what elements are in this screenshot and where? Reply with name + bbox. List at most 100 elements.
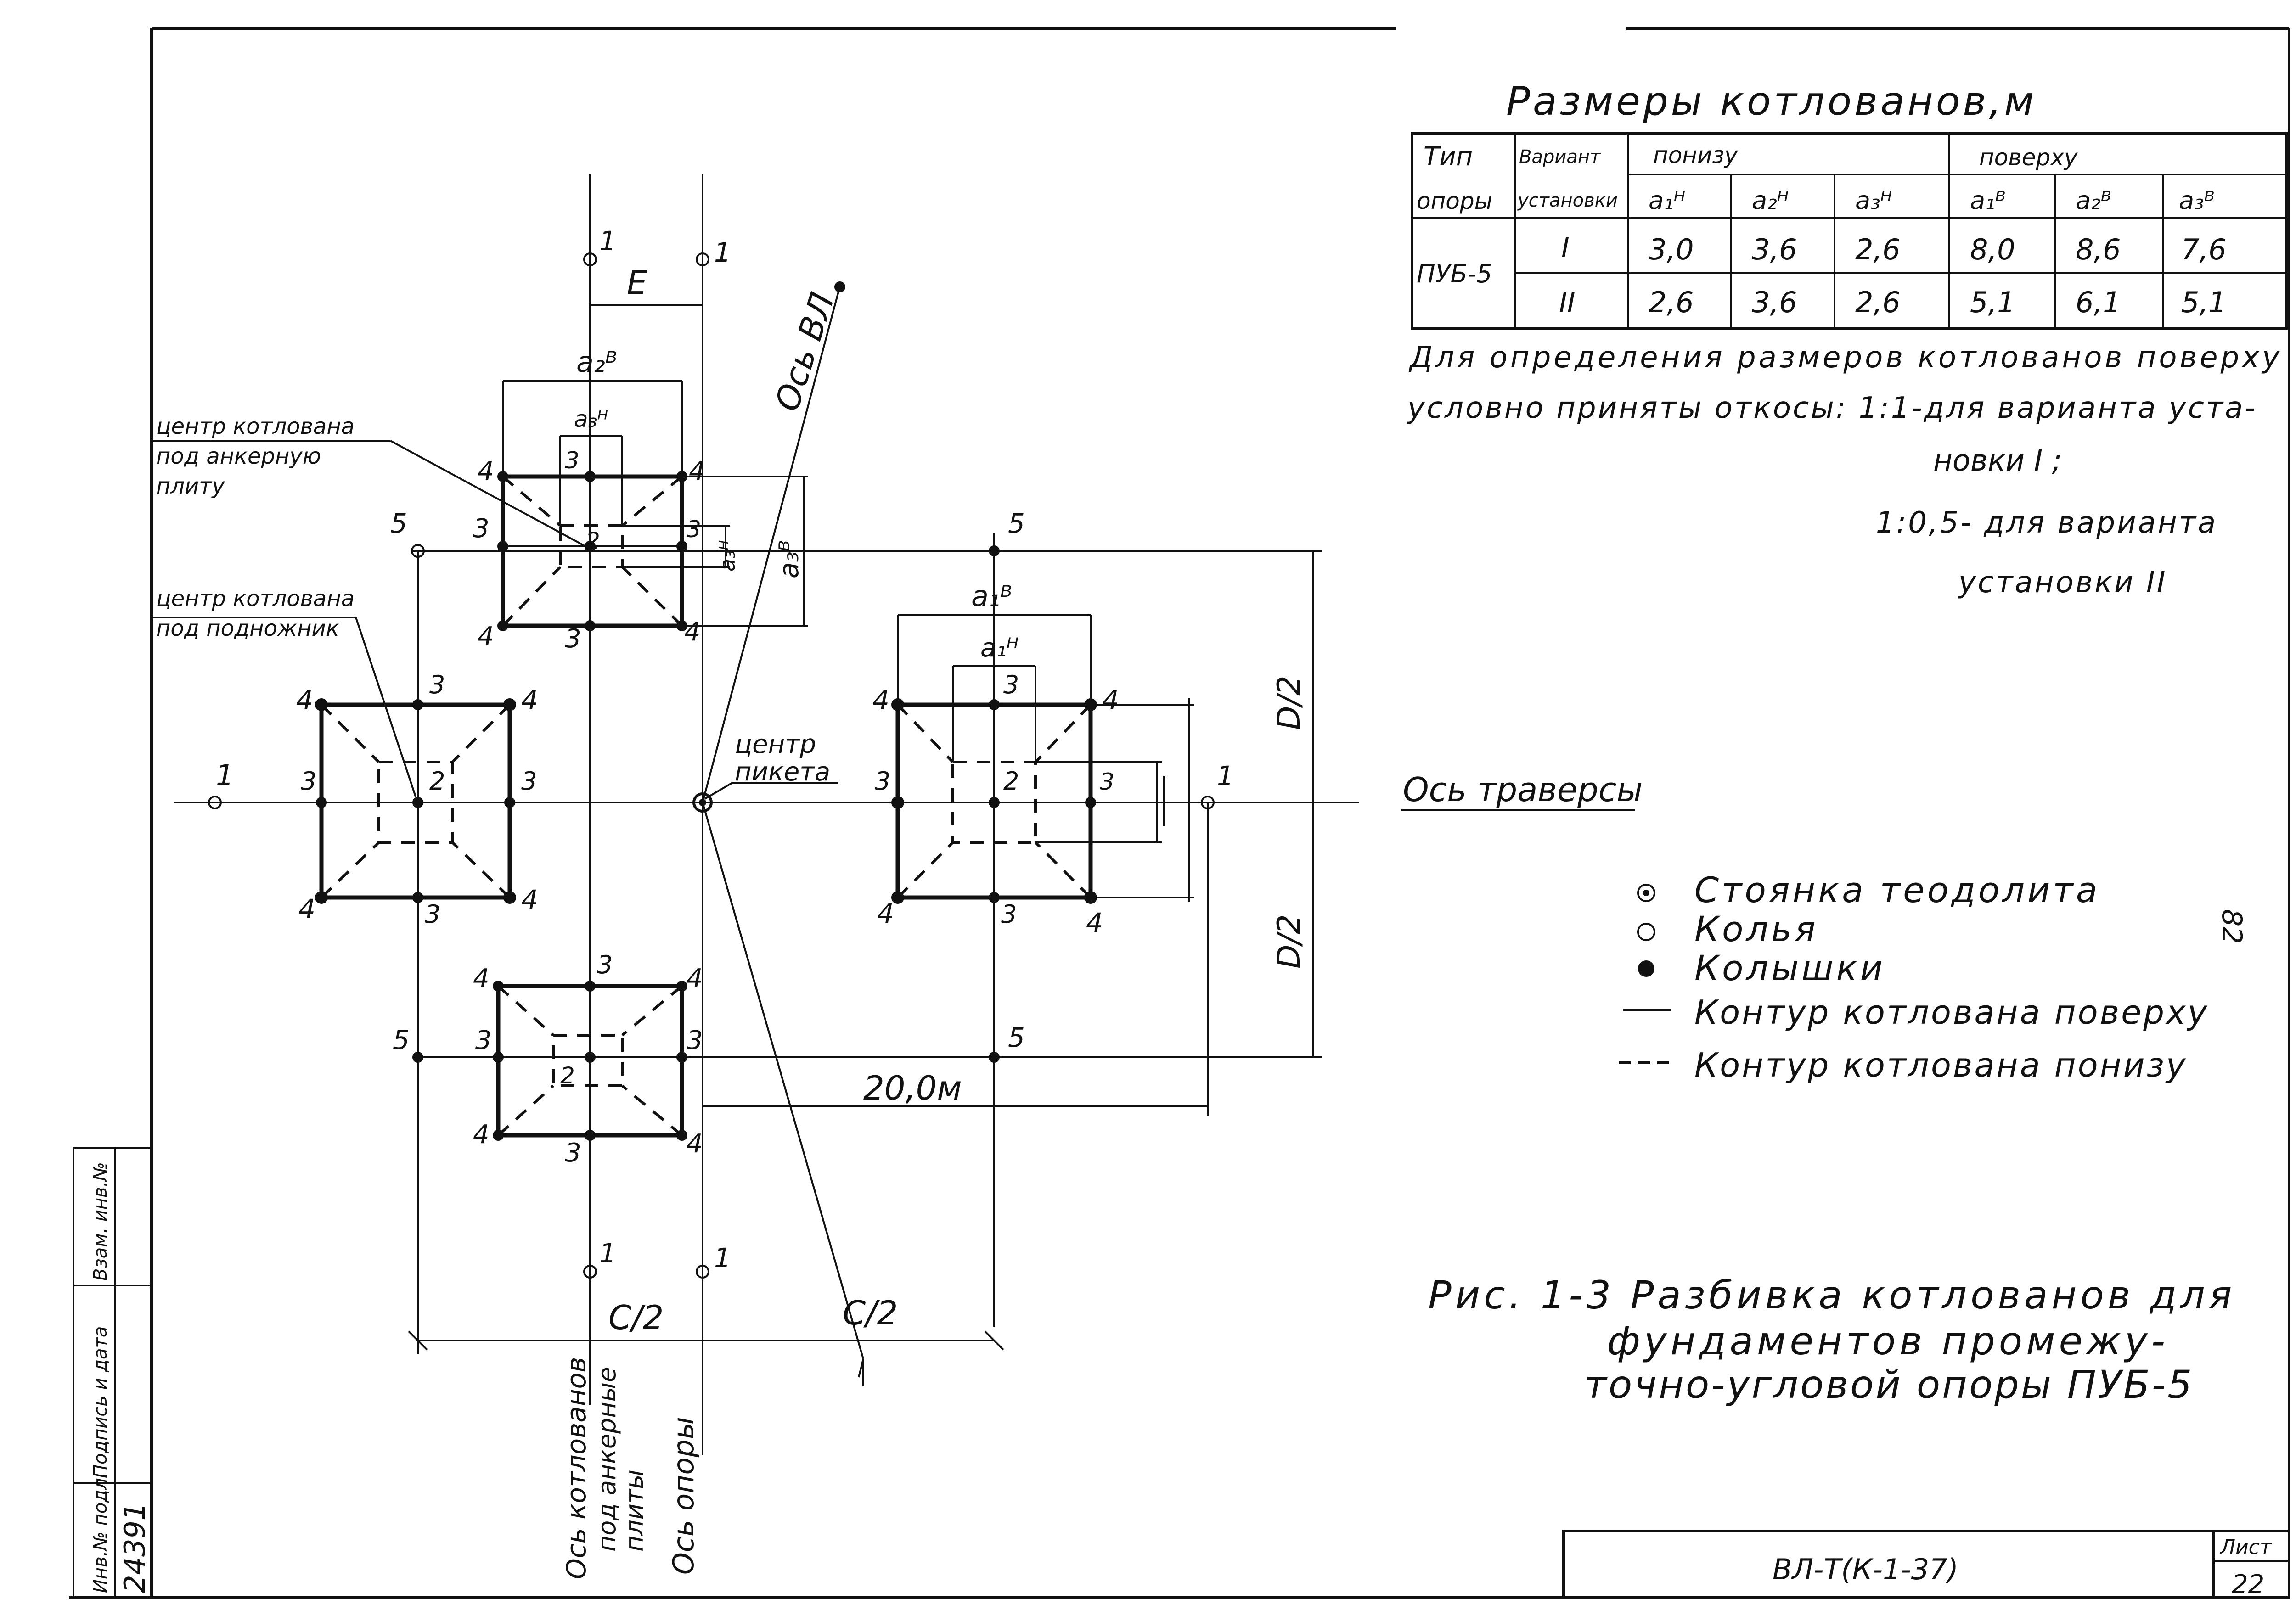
axis-pits-label-2: под анкерные bbox=[592, 1367, 621, 1552]
vl-axis-label: Ось ВЛ bbox=[767, 288, 842, 415]
stamp-sign: Подпись и дата bbox=[90, 1326, 111, 1478]
caption-line-3: точно-угловой опоры ПУБ-5 bbox=[1584, 1362, 2194, 1407]
svg-text:4: 4 bbox=[687, 964, 703, 993]
stamp-number: 24391 bbox=[118, 1503, 152, 1593]
svg-text:1: 1 bbox=[1217, 760, 1234, 791]
hdr-type-2: опоры bbox=[1417, 188, 1492, 214]
note-line-2: условно приняты откосы: 1:1-для варианта… bbox=[1407, 391, 2257, 425]
svg-text:3: 3 bbox=[565, 1138, 581, 1168]
hdr-a3B: a₃ᴮ bbox=[2179, 186, 2215, 215]
svg-text:4: 4 bbox=[872, 684, 889, 716]
svg-text:3: 3 bbox=[687, 516, 701, 543]
cell-support-type: ПУБ-5 bbox=[1417, 259, 1492, 288]
note-line-4: 1:0,5- для варианта bbox=[1876, 506, 2217, 540]
sheet-label: Лист bbox=[2219, 1536, 2272, 1559]
dim-a1H: a₁ᴴ bbox=[980, 633, 1019, 663]
svg-text:3: 3 bbox=[565, 447, 580, 474]
dim-E: E bbox=[627, 264, 647, 302]
svg-text:4: 4 bbox=[296, 684, 313, 716]
label-picket-center-2: пикета bbox=[735, 757, 830, 787]
axis-pits-label-1: Ось котлованов bbox=[561, 1357, 592, 1579]
svg-text:3: 3 bbox=[1100, 769, 1114, 795]
svg-text:4: 4 bbox=[687, 1129, 703, 1159]
cell-r2-c2: 3,6 bbox=[1752, 286, 1797, 319]
svg-text:4: 4 bbox=[1102, 684, 1119, 716]
dim-a1B: a₁ᴮ bbox=[971, 579, 1013, 613]
svg-text:1: 1 bbox=[714, 1242, 731, 1273]
note-line-3: новки I ; bbox=[1933, 444, 2062, 478]
svg-text:4: 4 bbox=[521, 684, 538, 716]
table-title: Размеры котлованов,м bbox=[1506, 79, 2037, 124]
row-2-values: 2,6 3,6 2,6 5,1 6,1 5,1 bbox=[1649, 286, 2227, 319]
svg-text:3: 3 bbox=[1001, 900, 1017, 929]
cell-r1-c6: 7,6 bbox=[2181, 233, 2227, 266]
svg-text:3: 3 bbox=[597, 950, 613, 979]
svg-text:1: 1 bbox=[714, 237, 731, 268]
cell-variant-1: I bbox=[1561, 232, 1570, 264]
cell-r2-c1: 2,6 bbox=[1649, 286, 1694, 319]
hdr-a2H: a₂ᴴ bbox=[1752, 186, 1789, 215]
dim-c-half-left: C/2 bbox=[608, 1298, 664, 1337]
cell-r1-c3: 2,6 bbox=[1855, 233, 1901, 266]
footing-pit-right bbox=[895, 670, 1093, 1327]
label-footing-center-2: под подножник bbox=[156, 616, 339, 641]
svg-text:2: 2 bbox=[585, 527, 600, 554]
row-1-values: 3,0 3,6 2,6 8,0 8,6 7,6 bbox=[1649, 233, 2227, 266]
dim-a2B: a₂ᴮ bbox=[576, 345, 618, 379]
hdr-variant-1: Вариант bbox=[1519, 146, 1601, 168]
svg-text:5: 5 bbox=[393, 1024, 410, 1055]
svg-text:3: 3 bbox=[429, 670, 445, 699]
legend-stake: Колья bbox=[1694, 909, 1818, 949]
theodolite-station bbox=[692, 792, 713, 813]
legend: Ось траверсы Стоянка теодолита Колья Кол… bbox=[1401, 770, 2207, 1084]
svg-text:4: 4 bbox=[478, 456, 494, 486]
legend-theodolite: Стоянка теодолита bbox=[1694, 870, 2100, 910]
figure-caption: Рис. 1-3 Разбивка котлованов для фундаме… bbox=[1428, 1273, 2232, 1407]
hdr-variant-2: установки bbox=[1517, 190, 1618, 211]
hdr-a3H: a₃ᴴ bbox=[1855, 186, 1892, 215]
notes: Для определения размеров котлованов пове… bbox=[1407, 341, 2282, 600]
svg-text:5: 5 bbox=[390, 508, 407, 539]
theodolite-icon bbox=[1637, 884, 1655, 902]
label-footing-center-1: центр котлована bbox=[156, 586, 355, 611]
sheet-number: 22 bbox=[2232, 1570, 2264, 1599]
cell-r1-c2: 3,6 bbox=[1752, 233, 1797, 266]
svg-text:3: 3 bbox=[425, 900, 440, 929]
hdr-a1H: a₁ᴴ bbox=[1649, 186, 1685, 215]
layout-drawing: Ось ВЛ E a₂ᴮ a₃ᴴ a₃ᴴ a₃ᴮ a₁ᴮ a₁ᴴ D/2 D/2… bbox=[152, 174, 1359, 1579]
axis-pits-label-3: плиты bbox=[620, 1470, 649, 1552]
hdr-a1B: a₁ᴮ bbox=[1970, 186, 2006, 215]
dim-a3H-right: a₃ᴴ bbox=[715, 540, 740, 572]
svg-text:1: 1 bbox=[599, 225, 616, 257]
traverse-axis-label: Ось траверсы bbox=[1403, 770, 1643, 809]
hdr-a2B: a₂ᴮ bbox=[2076, 186, 2111, 215]
point-numbers: 1 1 1 1 1 1 4 3 4 3 2 3 4 3 4 5 5 4 3 4 … bbox=[216, 225, 1234, 1273]
label-anchor-center-3: плиту bbox=[156, 473, 225, 499]
svg-text:4: 4 bbox=[877, 898, 894, 929]
stakes bbox=[208, 252, 1215, 1279]
svg-text:3: 3 bbox=[475, 1026, 492, 1055]
cell-r2-c6: 5,1 bbox=[2181, 286, 2227, 319]
vl-axis bbox=[702, 284, 841, 803]
cell-r2-c5: 6,1 bbox=[2076, 286, 2121, 319]
cell-r1-c1: 3,0 bbox=[1649, 233, 1694, 266]
svg-text:4: 4 bbox=[684, 617, 701, 647]
axis-support-label: Ось опоры bbox=[667, 1417, 700, 1575]
svg-text:4: 4 bbox=[478, 622, 494, 651]
cell-r1-c4: 8,0 bbox=[1970, 233, 2015, 266]
title-block: ВЛ-Т(К-1-37) Лист 22 bbox=[1562, 1530, 2290, 1599]
dim-d-half-top: D/2 bbox=[1271, 675, 1307, 730]
svg-text:1: 1 bbox=[599, 1238, 616, 1269]
pit-size-table: Размеры котлованов,м Тип опоры Вариант у… bbox=[1411, 79, 2288, 330]
svg-text:2: 2 bbox=[429, 767, 445, 796]
caption-line-2: фундаментов промежу- bbox=[1607, 1318, 2169, 1363]
note-line-1: Для определения размеров котлованов пове… bbox=[1408, 341, 2282, 375]
svg-text:3: 3 bbox=[521, 767, 537, 796]
peg-icon bbox=[1638, 960, 1654, 977]
side-number: 82 bbox=[2216, 909, 2248, 944]
dim-a3H: a₃ᴴ bbox=[574, 406, 608, 432]
label-picket-center-1: центр bbox=[735, 729, 816, 759]
note-line-5: установки II bbox=[1958, 566, 2167, 600]
stamp-side: Взам. инв.№ Подпись и дата Инв.№ подл. 2… bbox=[73, 1147, 152, 1599]
legend-bottom-contour: Контур котлована понизу bbox=[1694, 1046, 2187, 1084]
